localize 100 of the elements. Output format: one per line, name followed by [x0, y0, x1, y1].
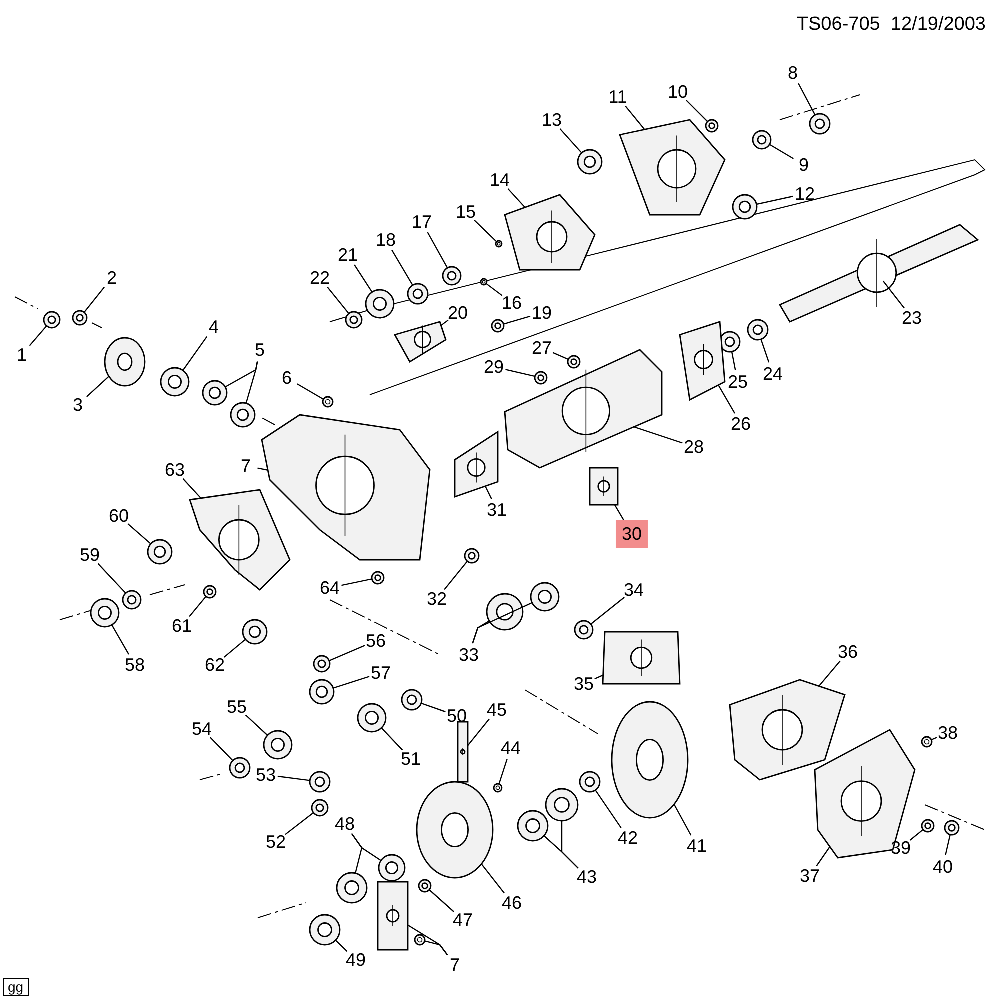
callout-number: 17 — [410, 211, 434, 233]
part-drawing — [147, 539, 173, 565]
part-drawing — [365, 289, 395, 319]
callout-number: 1 — [15, 344, 29, 366]
callout-number: 2 — [105, 267, 119, 289]
callout-number: 36 — [836, 641, 860, 663]
leader-line — [182, 336, 208, 371]
leader-line — [506, 369, 536, 378]
part-drawing — [530, 582, 560, 612]
part-drawing — [534, 371, 548, 385]
part-drawing — [377, 881, 409, 951]
part-drawing — [589, 467, 619, 506]
leader-line — [86, 376, 110, 398]
leader-line — [111, 624, 130, 655]
callout-number: 23 — [900, 307, 924, 329]
bracket-leader-line — [561, 821, 579, 869]
callout-number: 62 — [202, 654, 228, 676]
leader-line — [354, 264, 373, 293]
part-drawing — [104, 337, 146, 387]
part-drawing — [309, 679, 335, 705]
part-drawing — [345, 311, 363, 329]
callout-number: 19 — [530, 302, 554, 324]
part-drawing — [336, 872, 368, 904]
part-drawing — [504, 194, 596, 271]
callout-number: 9 — [797, 154, 811, 176]
part-drawing — [545, 788, 579, 822]
callout-number: 45 — [484, 699, 510, 721]
callout-number: 30 — [616, 520, 648, 548]
callout-number: 25 — [726, 371, 750, 393]
leader-line — [335, 940, 348, 952]
callout-number: 11 — [606, 86, 630, 108]
part-drawing — [189, 489, 291, 591]
part-drawing — [229, 757, 251, 779]
leader-line — [297, 384, 324, 400]
callout-number: 7 — [239, 455, 253, 477]
callout-number: 60 — [106, 505, 132, 527]
callout-number: 61 — [170, 615, 194, 637]
drawing-code: gg — [3, 978, 29, 996]
part-drawing — [705, 119, 719, 133]
part-drawing — [442, 266, 462, 286]
callout-number: 48 — [332, 813, 358, 835]
leader-line — [210, 737, 234, 762]
callout-number: 3 — [71, 394, 85, 416]
leader-line — [634, 426, 683, 444]
callout-number: 49 — [344, 949, 368, 971]
leader-line — [594, 674, 604, 680]
leader-line — [224, 639, 246, 658]
leader-line — [98, 563, 126, 594]
part-drawing — [122, 590, 142, 610]
leader-line — [504, 316, 531, 325]
part-drawing — [357, 703, 387, 733]
callout-number: 38 — [936, 722, 960, 744]
part-drawing — [619, 119, 726, 216]
leader-line — [498, 759, 508, 784]
leader-line — [484, 486, 492, 500]
callout-number: 14 — [488, 169, 512, 191]
leader-line — [327, 286, 350, 314]
callout-number: 33 — [456, 644, 482, 666]
leader-line — [468, 718, 490, 746]
bracket-leader-line — [246, 362, 258, 404]
callout-number: 41 — [684, 835, 710, 857]
leader-line — [189, 596, 207, 618]
callout-number: 27 — [530, 337, 554, 359]
leader-line — [798, 83, 816, 116]
leader-line — [552, 352, 569, 360]
callout-number: 7 — [448, 954, 462, 976]
part-drawing — [311, 799, 329, 817]
callout-number: 8 — [786, 62, 800, 84]
callout-number: 63 — [162, 459, 188, 481]
part-drawing — [371, 571, 385, 585]
part-drawing — [486, 593, 524, 631]
part-drawing — [809, 113, 831, 135]
callout-number: 4 — [207, 316, 221, 338]
leader-line — [429, 890, 454, 912]
part-drawing — [43, 311, 61, 329]
part-drawing — [579, 771, 601, 793]
part-drawing — [679, 321, 726, 402]
leader-line — [595, 790, 622, 828]
part-drawing — [202, 380, 228, 406]
part-drawing — [921, 819, 935, 833]
part-drawing — [732, 194, 758, 220]
leader-line — [342, 578, 372, 586]
part-drawing — [160, 367, 190, 397]
leader-line — [29, 326, 48, 346]
part-drawing — [418, 879, 432, 893]
callout-number: 18 — [374, 229, 398, 251]
part-drawing — [414, 934, 426, 946]
leader-line — [481, 864, 506, 894]
part-drawing — [574, 620, 594, 640]
leader-line — [508, 188, 526, 208]
part-drawing — [416, 781, 494, 879]
leader-line — [486, 283, 503, 296]
callout-number: 57 — [368, 662, 394, 684]
callout-number: 56 — [364, 630, 388, 652]
part-drawing — [230, 402, 256, 428]
callout-number: 26 — [728, 413, 754, 435]
part-drawing — [493, 783, 503, 793]
leader-line — [329, 645, 366, 662]
part-drawing — [90, 598, 120, 628]
callout-number: 55 — [224, 696, 250, 718]
